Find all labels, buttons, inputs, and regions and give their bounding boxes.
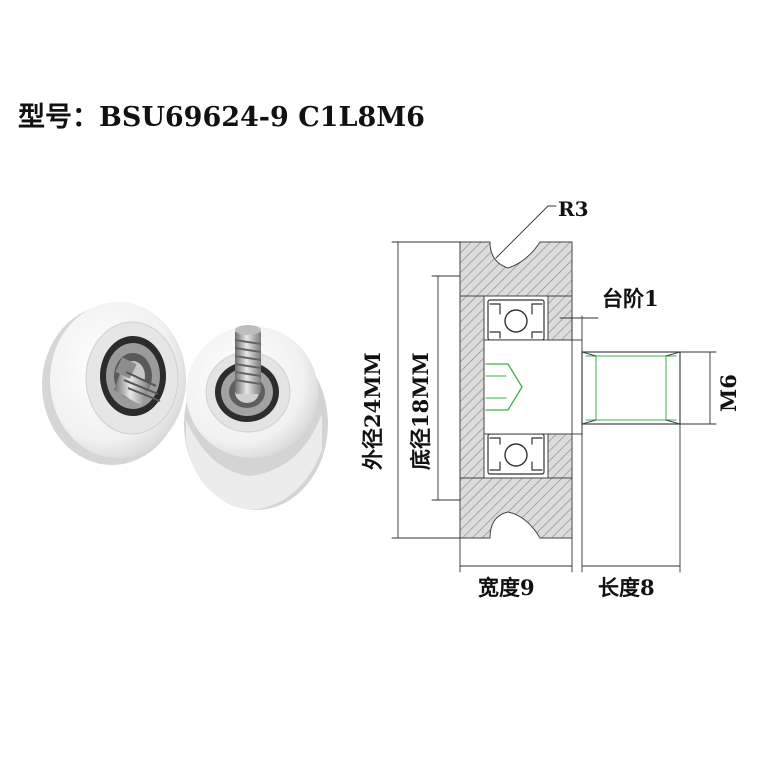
model-number: BSU69624-9 C1L8M6 bbox=[99, 102, 425, 133]
wheel-right-illustration bbox=[184, 325, 328, 510]
outer-diameter-label: 外径24MM bbox=[360, 352, 385, 470]
bearing-race-bottom bbox=[487, 433, 545, 475]
tire-section-top bbox=[459, 241, 573, 297]
length-label: 长度8 bbox=[598, 575, 655, 600]
width-label: 宽度9 bbox=[478, 575, 535, 600]
model-title: 型号：BSU69624-9 C1L8M6 bbox=[18, 98, 425, 138]
bolt-left-icon bbox=[114, 357, 161, 406]
drill-hole bbox=[485, 363, 523, 411]
wheel-left-illustration bbox=[42, 302, 186, 465]
tire-section-bottom bbox=[459, 477, 573, 539]
groove-radius-label: R3 bbox=[558, 197, 589, 221]
shaft-step bbox=[571, 339, 583, 435]
model-label: 型号： bbox=[18, 102, 99, 133]
threaded-stud bbox=[581, 351, 681, 425]
technical-drawing bbox=[391, 205, 717, 573]
thread-label: M6 bbox=[716, 374, 741, 412]
bolt-right-icon bbox=[234, 325, 262, 394]
step-label: 台阶1 bbox=[602, 286, 659, 311]
dimension-lines bbox=[391, 205, 717, 573]
base-diameter-label: 底径18MM bbox=[408, 352, 433, 470]
tire-inner-wall-left bbox=[459, 295, 485, 479]
shaft-body bbox=[483, 339, 581, 435]
product-photo bbox=[42, 302, 328, 510]
